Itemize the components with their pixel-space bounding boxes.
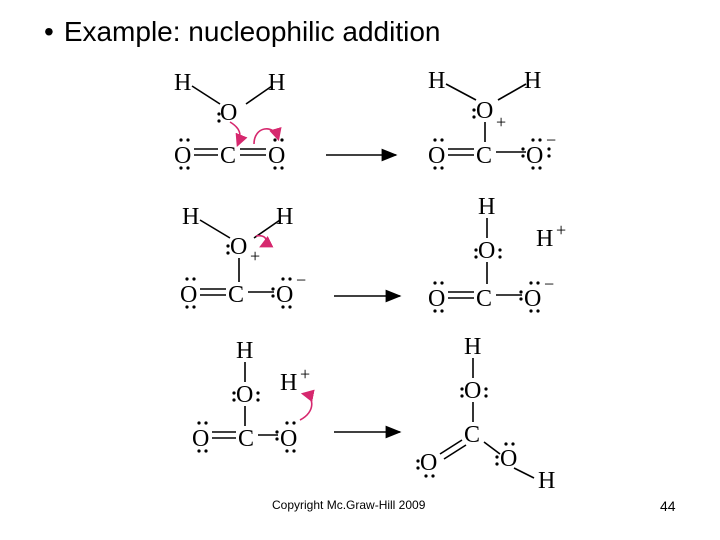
curved-arrow-icon bbox=[229, 121, 248, 147]
row3-product: H O C O O H bbox=[416, 334, 555, 494]
charge-plus: + bbox=[556, 220, 566, 240]
page-number: 44 bbox=[660, 498, 676, 514]
charge-plus: + bbox=[250, 246, 260, 266]
atom-o: O bbox=[280, 426, 297, 452]
atom-c: C bbox=[228, 282, 244, 308]
charge-plus: + bbox=[496, 112, 506, 132]
atom-o: O bbox=[276, 282, 293, 308]
atom-c: C bbox=[476, 143, 492, 169]
atom-h: H bbox=[464, 334, 481, 360]
curved-arrow-icon bbox=[299, 389, 315, 421]
atom-o: O bbox=[500, 446, 517, 472]
atom-o: O bbox=[236, 382, 253, 408]
charge-minus: − bbox=[296, 270, 306, 290]
atom-o: O bbox=[524, 286, 541, 312]
hydrogen-ion: H bbox=[280, 370, 297, 396]
atom-h: H bbox=[236, 338, 253, 364]
atom-h: H bbox=[538, 468, 555, 494]
charge-plus: + bbox=[300, 364, 310, 384]
atom-o: O bbox=[478, 238, 495, 264]
atom-c: C bbox=[464, 422, 480, 448]
atom-o: O bbox=[428, 286, 445, 312]
row3-reactant: H O O C O H + bbox=[192, 338, 315, 453]
atom-h: H bbox=[182, 204, 199, 230]
atom-o: O bbox=[420, 450, 437, 476]
atom-h: H bbox=[428, 68, 445, 94]
atom-o: O bbox=[464, 378, 481, 404]
atom-o: O bbox=[192, 426, 209, 452]
slide-title-text: Example: nucleophilic addition bbox=[63, 16, 441, 47]
row1-reactant: H H O O C O bbox=[174, 70, 285, 170]
atom-h: H bbox=[478, 194, 495, 220]
hydrogen-ion: H bbox=[536, 226, 553, 252]
atom-h: H bbox=[174, 70, 191, 96]
atom-c: C bbox=[238, 426, 254, 452]
atom-c: C bbox=[476, 286, 492, 312]
atom-h: H bbox=[276, 204, 293, 230]
row2-product: H O O C O − H + bbox=[428, 194, 566, 313]
atom-c: C bbox=[220, 143, 236, 169]
copyright-notice: Copyright Mc.Graw-Hill 2009 bbox=[272, 498, 426, 512]
atom-o: O bbox=[268, 143, 285, 169]
row1-product: H H O + O C O − bbox=[428, 68, 556, 170]
atom-o: O bbox=[220, 100, 237, 126]
atom-o: O bbox=[428, 143, 445, 169]
curved-arrow-icon bbox=[255, 234, 274, 248]
atom-o: O bbox=[174, 143, 191, 169]
atom-o: O bbox=[526, 143, 543, 169]
charge-minus: − bbox=[546, 130, 556, 150]
slide-title: • Example: nucleophilic addition bbox=[44, 16, 441, 48]
atom-o: O bbox=[230, 234, 247, 260]
atom-h: H bbox=[524, 68, 541, 94]
atom-o: O bbox=[180, 282, 197, 308]
atom-h: H bbox=[268, 70, 285, 96]
charge-minus: − bbox=[544, 274, 554, 294]
atom-o: O bbox=[476, 98, 493, 124]
row2-reactant: H H O + O C O − bbox=[180, 204, 306, 309]
bullet-icon: • bbox=[44, 16, 54, 47]
curved-arrow-icon bbox=[253, 127, 282, 145]
